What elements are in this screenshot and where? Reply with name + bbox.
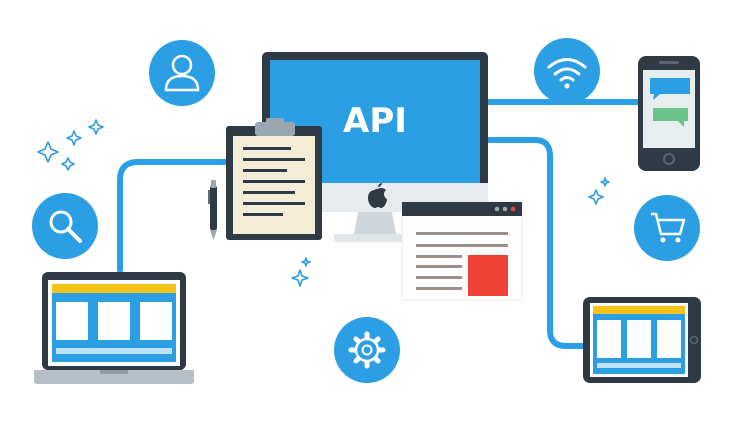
line-laptop-to-clipboard (117, 159, 229, 273)
user-icon (149, 40, 215, 106)
sparkle-icon (37, 119, 610, 287)
browser-window (401, 201, 523, 301)
chat-bubble-icon (653, 108, 688, 127)
pen-icon (208, 180, 217, 240)
tablet (583, 297, 701, 383)
chat-bubble-icon (650, 78, 690, 100)
search-icon (32, 193, 98, 259)
line-monitor-to-tablet (485, 137, 586, 349)
shopping-cart-icon (634, 195, 700, 261)
laptop (34, 272, 194, 384)
settings-gear-icon (334, 317, 400, 383)
apple-logo-icon (368, 183, 387, 208)
api-label: API (343, 101, 407, 141)
wifi-icon (534, 38, 600, 104)
clipboard (226, 118, 322, 240)
smartphone (638, 56, 700, 171)
